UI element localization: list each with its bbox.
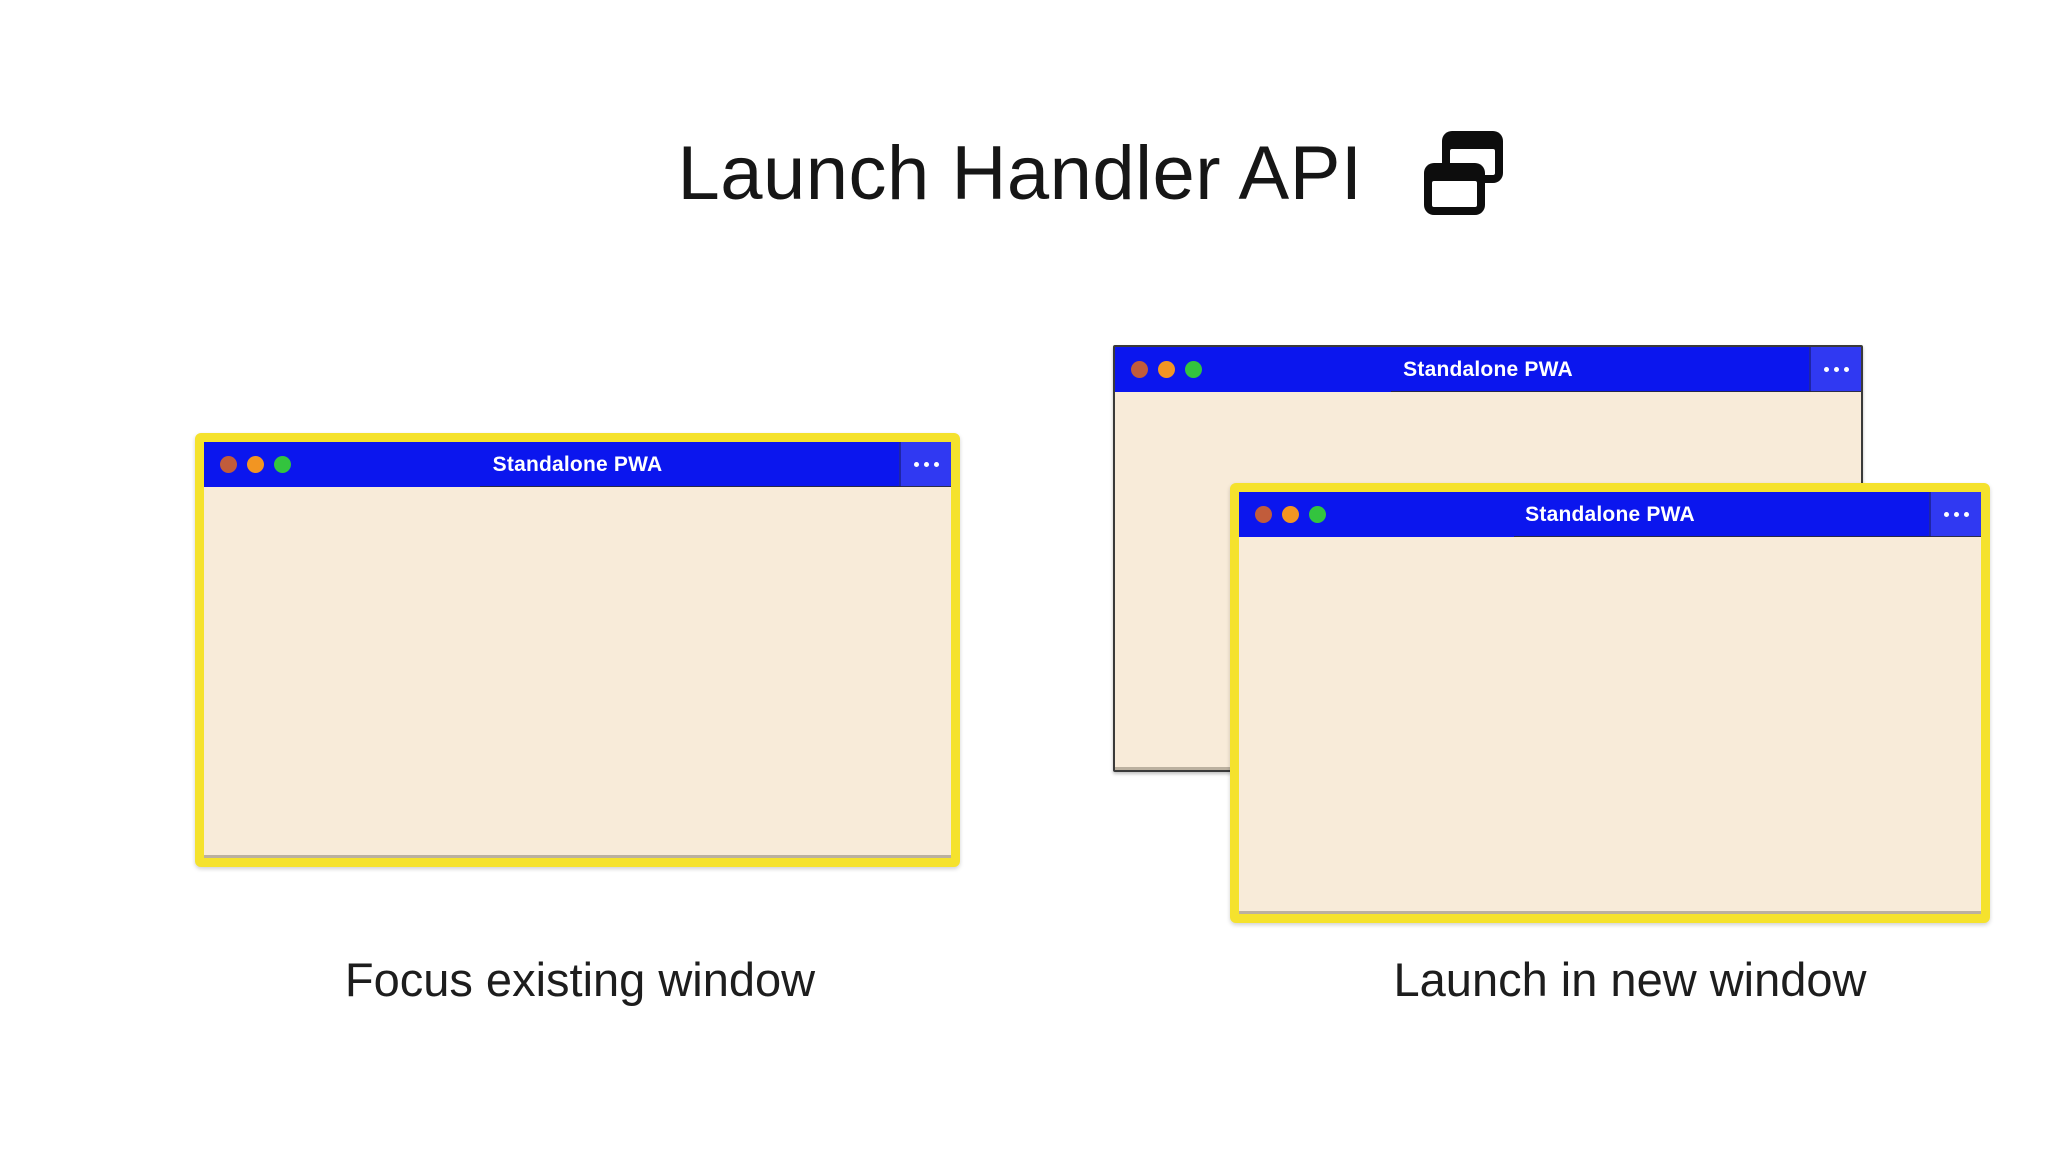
window-body <box>1239 537 1981 914</box>
window-titlebar[interactable]: Standalone PWA <box>1115 347 1861 394</box>
window-body <box>204 487 951 858</box>
close-button[interactable] <box>1131 361 1148 378</box>
close-button[interactable] <box>1255 506 1272 523</box>
ellipsis-icon <box>1943 512 1949 517</box>
diagram-header: Launch Handler API <box>0 118 2048 228</box>
traffic-lights <box>1131 347 1202 392</box>
traffic-lights <box>1255 492 1326 537</box>
window-menu-button[interactable] <box>1929 492 1981 537</box>
caption-focus-existing-window: Focus existing window <box>344 953 816 1006</box>
pwa-window-focused-existing: Standalone PWA <box>195 433 960 867</box>
window-titlebar[interactable]: Standalone PWA <box>1239 492 1981 539</box>
traffic-lights <box>220 442 291 487</box>
window-menu-button[interactable] <box>899 442 951 487</box>
ellipsis-icon <box>1823 367 1829 372</box>
window-menu-button[interactable] <box>1809 347 1861 392</box>
maximize-button[interactable] <box>274 456 291 473</box>
window-title: Standalone PWA <box>1403 357 1573 381</box>
minimize-button[interactable] <box>247 456 264 473</box>
pwa-window-new-focused: Standalone PWA <box>1230 483 1990 923</box>
window-title: Standalone PWA <box>492 452 663 476</box>
minimize-button[interactable] <box>1158 361 1175 378</box>
overlapping-windows-icon <box>1423 131 1503 215</box>
window-title: Standalone PWA <box>1525 502 1695 526</box>
minimize-button[interactable] <box>1282 506 1299 523</box>
maximize-button[interactable] <box>1185 361 1202 378</box>
window-titlebar[interactable]: Standalone PWA <box>204 442 951 489</box>
ellipsis-icon <box>913 462 919 467</box>
close-button[interactable] <box>220 456 237 473</box>
maximize-button[interactable] <box>1309 506 1326 523</box>
page-title: Launch Handler API <box>677 130 1363 216</box>
caption-launch-in-new-window: Launch in new window <box>1393 953 1867 1006</box>
